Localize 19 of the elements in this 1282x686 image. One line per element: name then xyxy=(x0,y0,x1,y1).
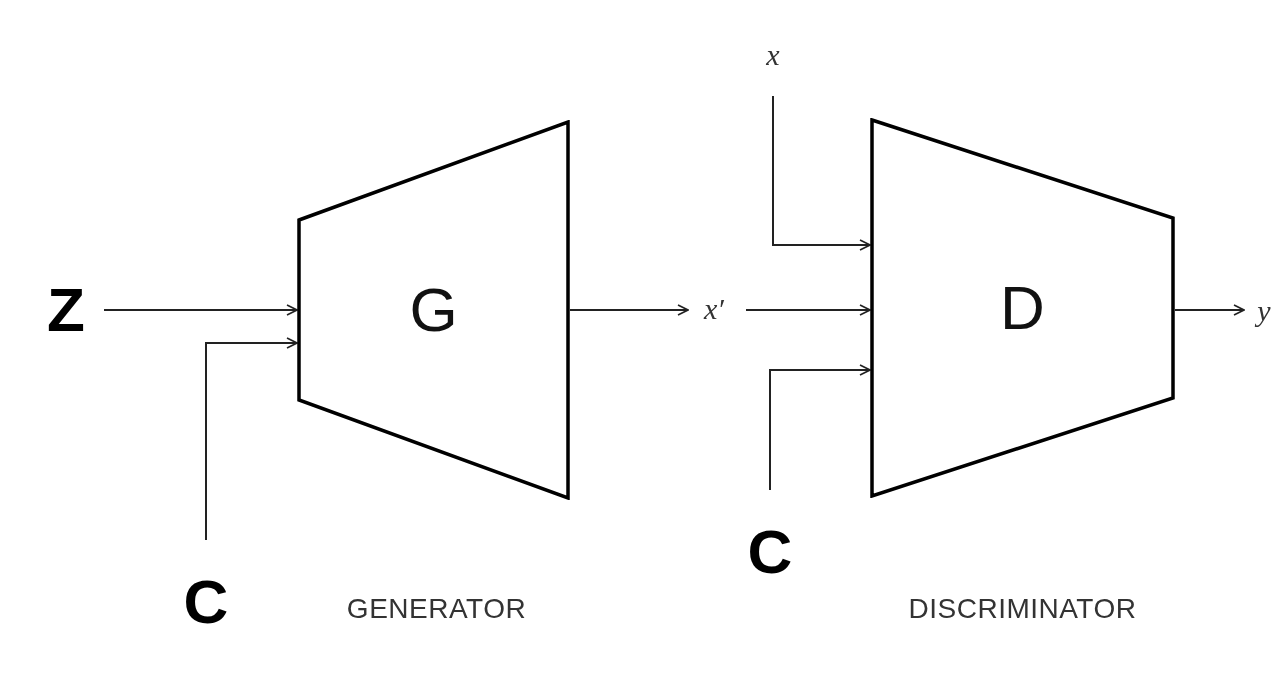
input-label: C xyxy=(747,521,793,583)
block-label: G xyxy=(409,279,458,341)
arrow xyxy=(205,337,298,541)
variable-label: x xyxy=(766,40,780,70)
trapezoid-block xyxy=(297,120,570,500)
block-label: D xyxy=(1000,277,1045,339)
variable-label: x′ xyxy=(704,294,724,324)
block-caption: DISCRIMINATOR xyxy=(907,595,1138,623)
arrow xyxy=(772,95,871,251)
variable-label: y xyxy=(1257,296,1271,326)
arrow xyxy=(569,304,689,316)
arrow xyxy=(769,364,871,491)
trapezoid-block xyxy=(870,118,1175,498)
input-label: Z xyxy=(47,279,85,341)
block-caption: GENERATOR xyxy=(345,595,528,623)
arrow xyxy=(745,304,871,316)
arrow xyxy=(1174,304,1245,316)
arrow xyxy=(103,304,298,316)
input-label: C xyxy=(183,571,229,633)
